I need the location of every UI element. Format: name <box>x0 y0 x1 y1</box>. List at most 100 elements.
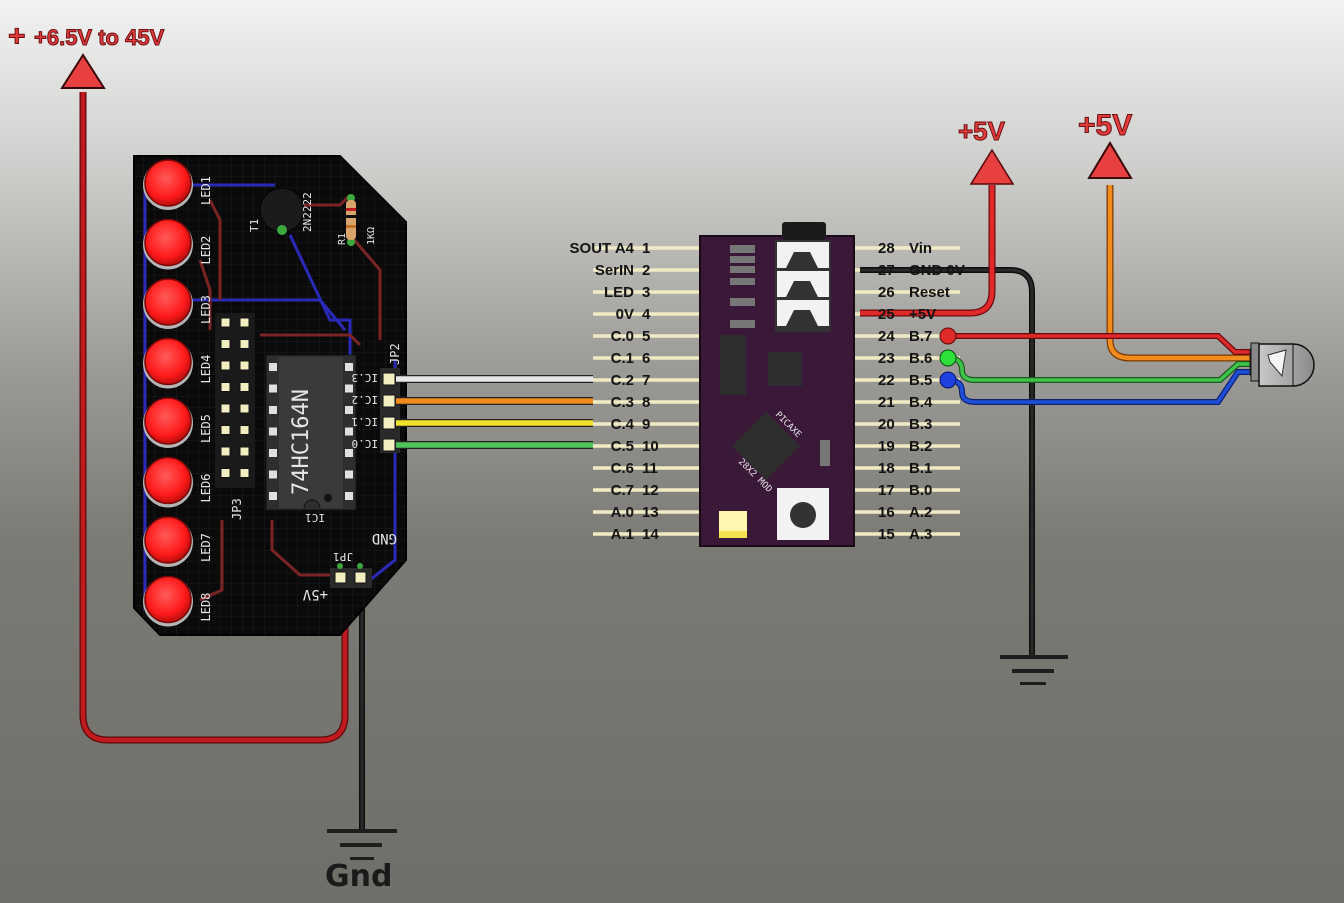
pin-number: 27 <box>878 262 895 279</box>
pin-number: 1 <box>642 240 650 257</box>
board-gnd-label: GND <box>372 530 397 546</box>
pin-2: SerIN 2 <box>595 262 651 279</box>
pin-number: 19 <box>878 438 895 455</box>
transistor-t1: T1 2N2222 <box>248 187 314 235</box>
pin-number: 13 <box>642 504 659 521</box>
main-supply-plus: + <box>8 20 26 53</box>
main-supply-wire <box>79 92 349 744</box>
jp2-pin-label: IC.0 <box>352 437 379 450</box>
pin-number: 15 <box>878 526 895 543</box>
pin-number: 18 <box>878 460 895 477</box>
led-2: LED2 <box>143 218 213 270</box>
led-6: LED6 <box>143 456 213 508</box>
transistor-part: 2N2222 <box>301 192 314 232</box>
jp2-pin-label: IC.3 <box>352 371 379 384</box>
pin-name: C.3 <box>611 394 634 411</box>
picaxe-5v-label: +5V <box>958 116 1006 146</box>
pin-name: C.6 <box>611 460 634 477</box>
pin-name: SOUT A4 <box>570 240 635 257</box>
pin-number: 22 <box>878 372 895 389</box>
led-3: LED3 <box>143 278 213 329</box>
led-label: LED4 <box>199 355 213 384</box>
pin-name: B.1 <box>909 460 932 477</box>
pin-name: B.5 <box>909 372 932 389</box>
pin-name: C.7 <box>611 482 634 499</box>
pin-name: C.5 <box>611 438 634 455</box>
jp2-pin-label: IC.2 <box>352 393 379 406</box>
led-8: LED8 <box>143 575 213 627</box>
pin-13: A.0 13 <box>611 504 659 521</box>
pin-name: C.0 <box>611 328 634 345</box>
pin-name: +5V <box>909 306 936 323</box>
jp3-label: JP3 <box>230 498 244 520</box>
jumper-jp1: JP1 +5V GND <box>302 530 397 602</box>
pin-number: 2 <box>642 262 650 279</box>
jumper-jp3 <box>215 313 255 488</box>
pin-name: B.6 <box>909 350 932 367</box>
pin-10: C.5 10 <box>611 438 659 455</box>
led-label: LED1 <box>199 176 213 205</box>
rgb-led-icon <box>1249 342 1315 387</box>
pin-name: B.3 <box>909 416 932 433</box>
pin-number: 4 <box>642 306 651 323</box>
led-label: LED8 <box>199 593 213 622</box>
pin-17: 17 B.0 <box>878 482 932 499</box>
pin-number: 12 <box>642 482 659 499</box>
resistor-ref: R1 <box>337 233 348 245</box>
picaxe-5v-wire <box>860 185 996 317</box>
pin-b6-dot-icon <box>939 349 957 367</box>
resistor-value: 1KΩ <box>366 227 377 245</box>
shift-register-ic: 74HC164N IC1 <box>265 354 357 524</box>
pin-name: 0V <box>616 306 634 323</box>
pin-name: B.7 <box>909 328 932 345</box>
pin-number: 16 <box>878 504 895 521</box>
pin-16: 16 A.2 <box>878 504 932 521</box>
pin-name: B.4 <box>909 394 933 411</box>
pin-name: A.0 <box>611 504 634 521</box>
led-label: LED2 <box>199 236 213 265</box>
pin-22: 22 B.5 <box>878 372 932 389</box>
led-4: LED4 <box>143 337 213 389</box>
pin-name: A.3 <box>909 526 932 543</box>
pin-number: 10 <box>642 438 659 455</box>
pin-number: 5 <box>642 328 650 345</box>
pin-14: A.1 14 <box>611 526 660 543</box>
pin-b7-dot-icon <box>939 327 957 345</box>
pin-5: C.0 5 <box>611 328 651 345</box>
pin-4: 0V 4 <box>616 306 651 323</box>
pin-name: B.0 <box>909 482 932 499</box>
led-label: LED5 <box>199 414 213 443</box>
picaxe-5v-arrow-icon <box>969 148 1015 185</box>
pin-name: A.2 <box>909 504 932 521</box>
pin-number: 25 <box>878 306 895 323</box>
pin-name: SerIN <box>595 262 634 279</box>
jp2-pin-label: IC.1 <box>352 415 379 428</box>
led-label: LED7 <box>199 533 213 562</box>
pin-name: B.2 <box>909 438 932 455</box>
pin-number: 28 <box>878 240 895 257</box>
pin-number: 6 <box>642 350 650 367</box>
pin-number: 17 <box>878 482 895 499</box>
pin-number: 26 <box>878 284 895 301</box>
pin-number: 14 <box>642 526 659 543</box>
led-5v-label: +5V <box>1078 109 1132 142</box>
pin-number: 9 <box>642 416 650 433</box>
data-wires <box>396 375 593 449</box>
rgb-wires <box>939 327 1250 405</box>
led-7: LED7 <box>143 516 213 567</box>
pin-12: C.7 12 <box>611 482 659 499</box>
pin-1: SOUT A4 1 <box>570 240 651 257</box>
led-5v-wire <box>1106 185 1250 362</box>
pin-number: 23 <box>878 350 895 367</box>
pin-name: A.1 <box>611 526 634 543</box>
